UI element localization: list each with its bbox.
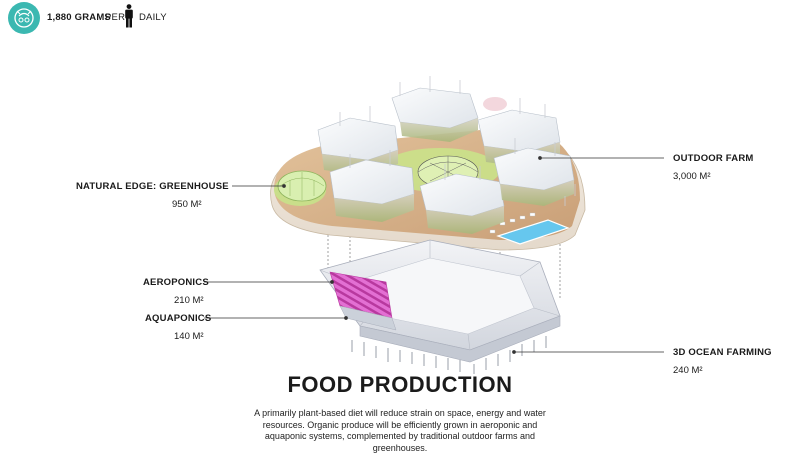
canopy-masts [339, 76, 576, 206]
ocean-farming-pillars [351, 336, 547, 374]
ocean-farming-label: 3D OCEAN FARMING [673, 347, 772, 358]
ocean-farming-area: 240 M² [673, 365, 703, 376]
natural-edge-area: 950 M² [172, 199, 202, 210]
aquaponics-area: 140 M² [174, 331, 204, 342]
outdoor-farm-label: OUTDOOR FARM [673, 153, 754, 164]
per-label: PER [105, 12, 126, 23]
lower-tray [319, 239, 561, 363]
page-title: FOOD PRODUCTION [287, 372, 513, 397]
leader-lines [204, 156, 664, 354]
grams-label: 1,880 GRAMS [47, 12, 111, 23]
food-icon [8, 2, 40, 34]
description-text: A primarily plant-based diet will reduce… [254, 408, 546, 453]
outdoor-farm-area: 3,000 M² [673, 171, 711, 182]
aquaponics-label: AQUAPONICS [145, 313, 212, 324]
glass-canopies [317, 87, 575, 234]
aeroponics-area: 210 M² [174, 295, 204, 306]
food-production-illustration [204, 76, 664, 374]
daily-label: DAILY [139, 12, 167, 23]
aeroponics-label: AEROPONICS [143, 277, 209, 288]
natural-edge-label: NATURAL EDGE: GREENHOUSE [76, 181, 229, 192]
person-icon [124, 4, 134, 33]
